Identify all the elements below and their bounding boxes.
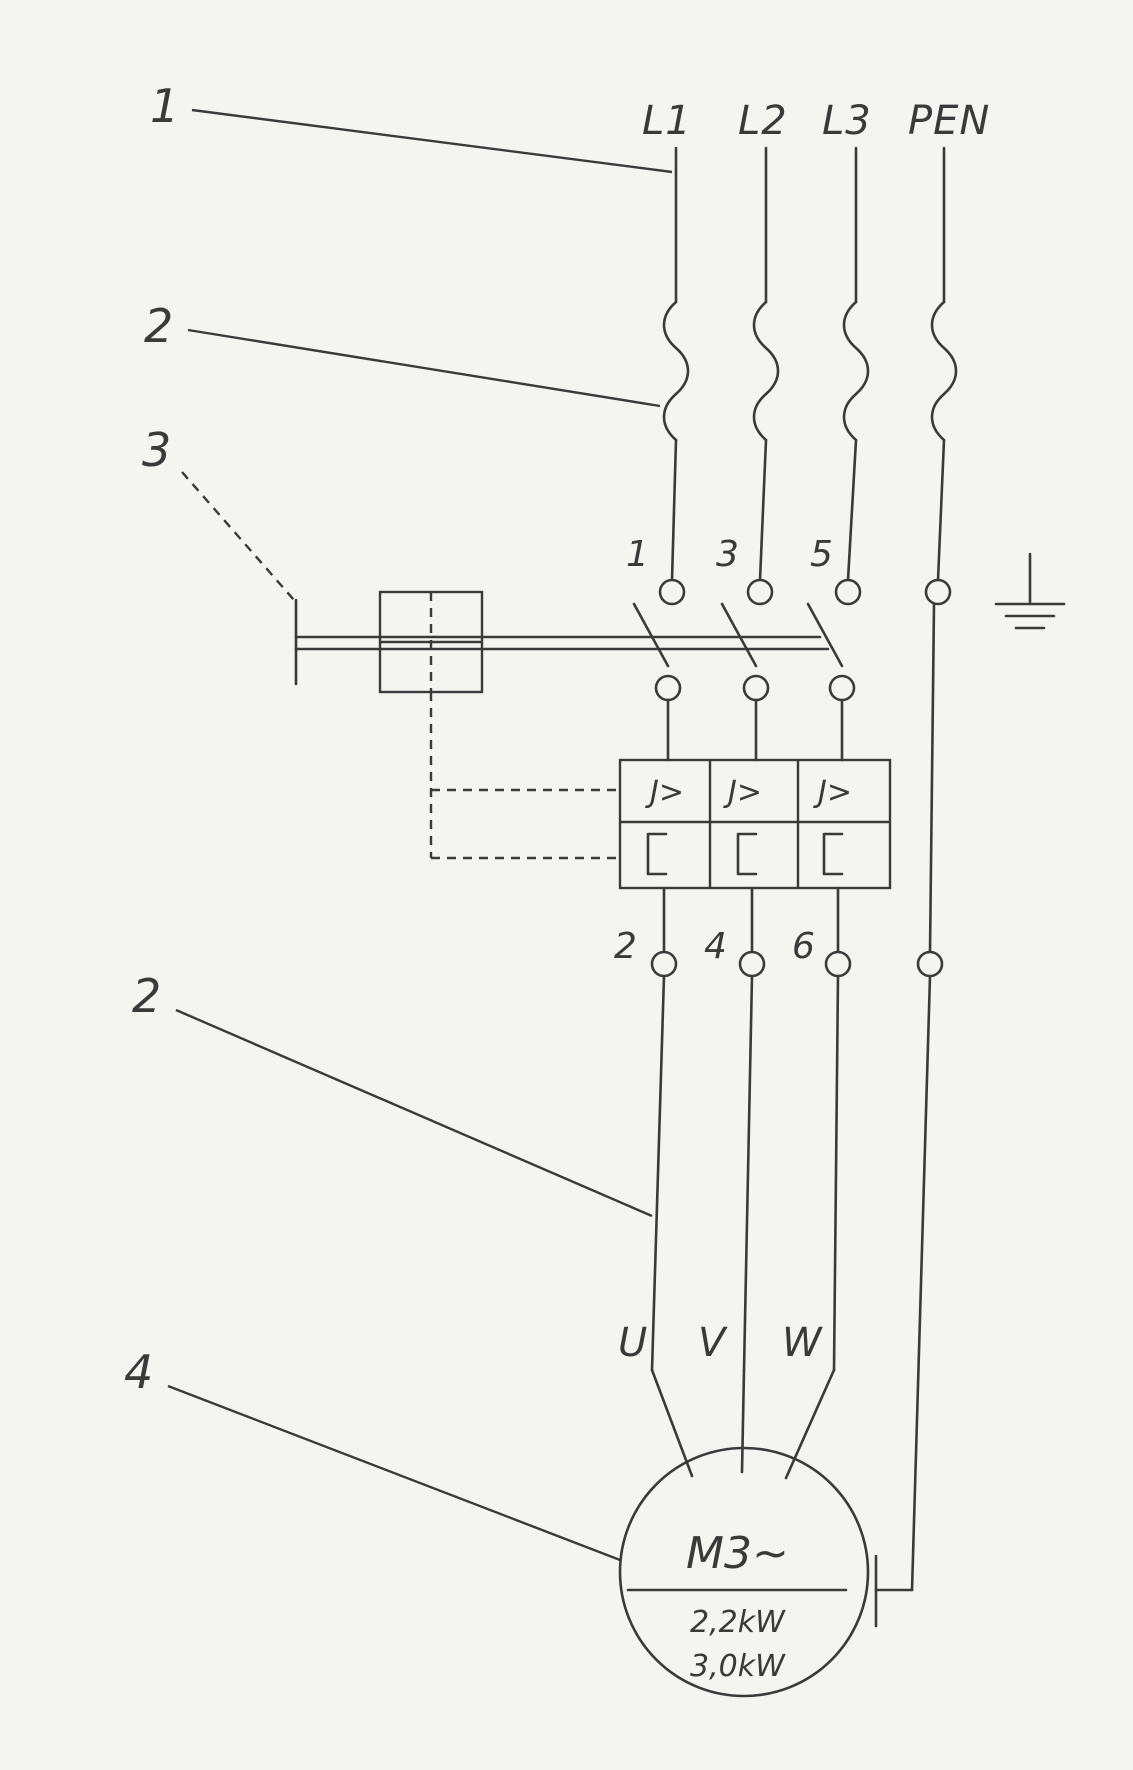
leader-line-1 <box>191 108 673 174</box>
motor-rating-1: 2,2kW <box>690 1605 786 1640</box>
ground-icon <box>994 552 1066 630</box>
switch-terminal-lower-5 <box>828 674 856 702</box>
switch-terminal-lower-1 <box>654 674 682 702</box>
terminal-number-3: 3 <box>716 534 739 575</box>
terminal-number-6: 6 <box>792 926 815 967</box>
switch-contact-5 <box>806 602 844 668</box>
terminal-4 <box>738 950 766 978</box>
phase-label-l3: L3 <box>822 98 872 144</box>
line-l1-to-terminal <box>670 438 678 582</box>
cable-phase-u <box>650 974 666 1372</box>
callout-3: 3 <box>142 423 171 477</box>
thermal-element-2 <box>736 832 758 876</box>
motor-lead-label-w: W <box>782 1320 823 1366</box>
fuse-l3 <box>842 300 870 442</box>
terminal-pen-bottom <box>916 950 944 978</box>
terminal-6 <box>824 950 852 978</box>
cable-pen <box>910 974 932 1592</box>
cable-phase-w <box>832 974 840 1372</box>
line-l3-to-terminal <box>846 438 858 582</box>
fuse-l1 <box>662 300 690 442</box>
relay-label-1: J> <box>645 775 684 810</box>
phase-label-l2: L2 <box>738 98 788 144</box>
relay-label-3: J> <box>813 775 852 810</box>
callout-4: 4 <box>124 1345 153 1399</box>
motor-title: M3~ <box>686 1528 789 1579</box>
thermal-element-1 <box>646 832 668 876</box>
pen-line-mid <box>928 602 936 954</box>
motor-lead-label-u: U <box>618 1320 647 1366</box>
terminal-number-4: 4 <box>704 926 727 967</box>
terminal-number-1: 1 <box>626 534 649 575</box>
leader-line-2-top <box>187 328 661 408</box>
switch-contact-1 <box>632 602 670 668</box>
terminal-2 <box>650 950 678 978</box>
motor-symbol <box>618 1446 870 1698</box>
leader-line-2-bottom <box>175 1008 653 1218</box>
terminal-5 <box>834 578 862 606</box>
line-pen-to-terminal <box>936 438 946 582</box>
callout-1: 1 <box>150 79 179 133</box>
motor-lead-u <box>650 1368 694 1478</box>
fuse-l2 <box>752 300 780 442</box>
line-l2-to-terminal <box>758 438 768 582</box>
leader-line-3 <box>181 471 295 601</box>
callout-2-top: 2 <box>144 299 173 353</box>
switch-contact-3 <box>720 602 758 668</box>
motor-lead-label-v: V <box>698 1320 728 1366</box>
terminal-3 <box>746 578 774 606</box>
cable-phase-v <box>742 974 754 1372</box>
phase-label-l1: L1 <box>642 98 692 144</box>
leader-line-4 <box>167 1384 621 1562</box>
terminal-number-2: 2 <box>614 926 637 967</box>
relay-label-2: J> <box>723 775 762 810</box>
callout-2-bottom: 2 <box>132 969 161 1023</box>
motor-lead-v <box>740 1368 746 1474</box>
switch-terminal-lower-3 <box>742 674 770 702</box>
phase-label-pen: PEN <box>908 98 990 144</box>
terminal-1 <box>658 578 686 606</box>
terminal-number-5: 5 <box>810 534 833 575</box>
thermal-element-3 <box>822 832 844 876</box>
motor-rating-2: 3,0kW <box>690 1649 786 1684</box>
motor-lead-w <box>784 1368 836 1480</box>
fuse-pen <box>930 300 958 442</box>
overcurrent-relay-block <box>618 758 892 890</box>
terminal-pen-top <box>924 578 952 606</box>
